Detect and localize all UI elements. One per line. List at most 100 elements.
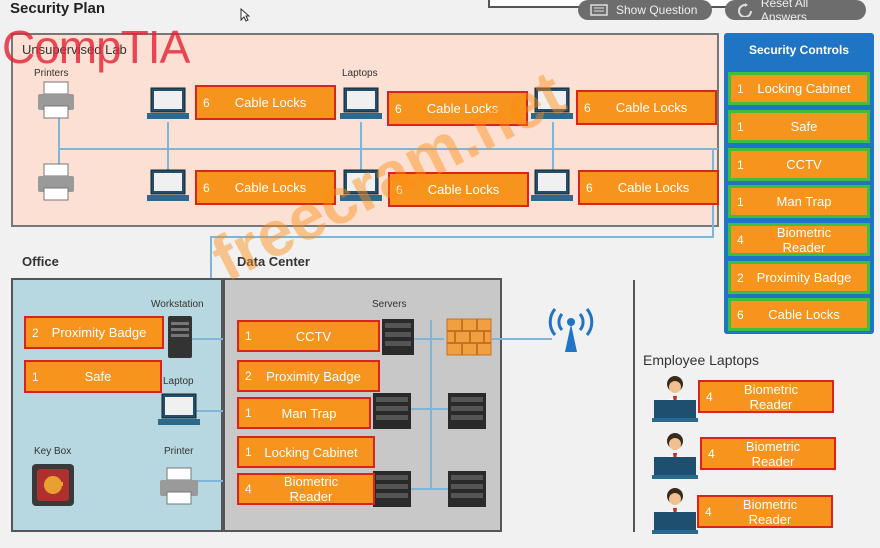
lab-cable-locks-tile[interactable]: 6 Cable Locks <box>195 85 336 120</box>
tile-qty: 1 <box>245 406 252 420</box>
security-controls-title: Security Controls <box>748 43 850 57</box>
lab-cable-locks-tile[interactable]: 6 Cable Locks <box>388 172 529 207</box>
laptop-icon <box>158 392 200 433</box>
document-icon <box>590 4 608 16</box>
tile-name: Safe <box>84 369 112 384</box>
unsupervised-lab-label: Unsupervised Lab <box>22 42 127 57</box>
laptop-icon <box>340 168 382 209</box>
tile-name: Cable Locks <box>615 100 688 115</box>
tile-name: Biometric Reader <box>776 224 832 255</box>
tile-qty: 1 <box>737 157 744 172</box>
tile-qty: 4 <box>245 482 252 496</box>
show-question-label: Show Question <box>616 3 698 17</box>
server-icon <box>372 470 412 513</box>
tile-qty: 6 <box>203 180 210 195</box>
tile-qty: 1 <box>32 369 39 384</box>
tile-name: Man Trap <box>281 405 337 421</box>
laptop-icon <box>531 86 573 127</box>
tile-name: Biometric Reader <box>742 496 798 527</box>
data-center-label: Data Center <box>237 254 310 269</box>
control-locking-cabinet[interactable]: 1 Locking Cabinet <box>728 72 870 105</box>
lab-cable-locks-tile[interactable]: 6 Cable Locks <box>195 170 336 205</box>
tile-name: Proximity Badge <box>756 270 852 285</box>
server-icon <box>381 318 415 361</box>
server-icon <box>447 470 487 513</box>
lab-cable-locks-tile[interactable]: 6 Cable Locks <box>576 90 717 125</box>
datacenter-man-trap-tile[interactable]: 1 Man Trap <box>237 397 371 429</box>
laptop-label: Laptop <box>163 376 194 387</box>
tile-name: Proximity Badge <box>266 368 361 384</box>
control-man-trap[interactable]: 1 Man Trap <box>728 185 870 218</box>
tile-name: Locking Cabinet <box>757 81 851 96</box>
server-icon <box>447 392 487 435</box>
tile-name: CCTV <box>295 328 332 344</box>
reset-all-answers-button[interactable]: Reset All Answers <box>725 0 866 24</box>
tile-name: Biometric Reader <box>745 438 801 469</box>
reset-all-answers-label: Reset All Answers <box>760 0 809 24</box>
employee-biometric-reader-tile[interactable]: 4 Biometric Reader <box>700 437 836 470</box>
laptop-icon <box>340 86 382 127</box>
office-safe-tile[interactable]: 1 Safe <box>24 360 162 393</box>
workstation-label: Workstation <box>151 299 204 310</box>
laptops-label: Laptops <box>342 68 378 79</box>
datacenter-biometric-reader-tile[interactable]: 4 Biometric Reader <box>237 473 375 505</box>
tile-qty: 2 <box>245 369 252 383</box>
key-box-icon <box>30 462 76 513</box>
tile-name: Cable Locks <box>234 180 307 195</box>
datacenter-cctv-tile[interactable]: 1 CCTV <box>237 320 380 352</box>
printer-icon <box>36 80 76 125</box>
reset-icon <box>738 3 752 17</box>
show-question-button[interactable]: Show Question <box>578 0 712 20</box>
tile-qty: 2 <box>32 325 39 340</box>
tile-name: Cable Locks <box>426 101 499 116</box>
employee-laptops-label: Employee Laptops <box>643 352 759 368</box>
printer-icon <box>36 162 76 207</box>
servers-label: Servers <box>372 299 407 310</box>
tile-qty: 4 <box>708 446 715 461</box>
page-title: Security Plan <box>10 0 106 17</box>
tile-qty: 6 <box>395 101 402 116</box>
tile-qty: 6 <box>586 180 593 195</box>
lab-cable-locks-tile[interactable]: 6 Cable Locks <box>387 91 528 126</box>
office-proximity-badge-tile[interactable]: 2 Proximity Badge <box>24 316 164 349</box>
employee-icon <box>652 431 698 484</box>
tile-qty: 4 <box>705 504 712 519</box>
tile-qty: 4 <box>706 389 713 404</box>
key-box-label: Key Box <box>34 446 72 457</box>
control-cctv[interactable]: 1 CCTV <box>728 148 870 181</box>
laptop-icon <box>147 86 189 127</box>
tile-qty: 1 <box>245 329 252 343</box>
tile-name: Biometric Reader <box>283 474 339 504</box>
tile-qty: 1 <box>737 81 744 96</box>
tile-name: Proximity Badge <box>51 325 147 340</box>
tile-qty: 6 <box>203 95 210 110</box>
employee-icon <box>652 374 698 427</box>
workstation-icon <box>166 314 194 365</box>
tile-name: Biometric Reader <box>743 381 799 412</box>
tile-name: Safe <box>790 119 818 134</box>
laptop-icon <box>531 168 573 209</box>
tile-name: Cable Locks <box>768 307 840 322</box>
employee-biometric-reader-tile[interactable]: 4 Biometric Reader <box>698 380 834 413</box>
employee-biometric-reader-tile[interactable]: 4 Biometric Reader <box>697 495 833 528</box>
printer-icon <box>158 466 200 511</box>
tile-qty: 1 <box>737 119 744 134</box>
tile-qty: 6 <box>584 100 591 115</box>
tile-name: Cable Locks <box>617 180 690 195</box>
tile-name: CCTV <box>786 157 822 172</box>
datacenter-proximity-badge-tile[interactable]: 2 Proximity Badge <box>237 360 380 392</box>
tile-name: Man Trap <box>776 194 832 209</box>
laptop-icon <box>147 168 189 209</box>
tile-qty: 1 <box>737 194 744 209</box>
control-safe[interactable]: 1 Safe <box>728 110 870 143</box>
mouse-cursor-icon <box>240 7 251 27</box>
lab-cable-locks-tile[interactable]: 6 Cable Locks <box>578 170 719 205</box>
tile-name: Cable Locks <box>234 95 307 110</box>
tile-qty: 6 <box>396 182 403 197</box>
tile-name: Cable Locks <box>427 182 500 197</box>
wireless-ap-icon <box>548 306 594 359</box>
